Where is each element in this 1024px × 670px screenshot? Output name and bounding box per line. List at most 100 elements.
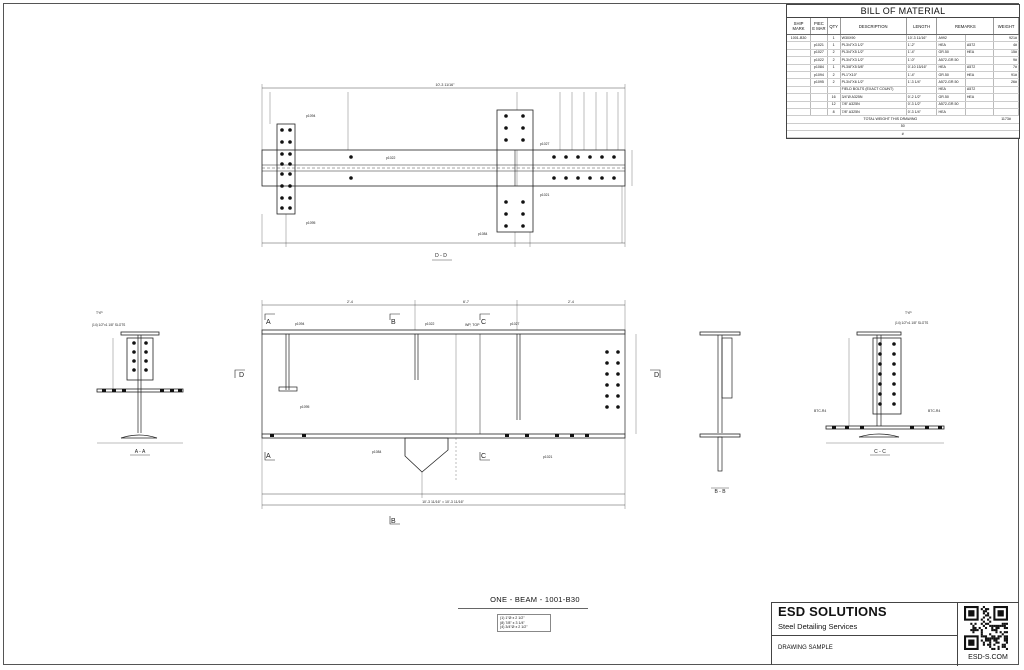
bolt-slot — [102, 389, 106, 392]
bom-cell: FIELD BOLTS (EXACT COUNT) — [840, 86, 907, 95]
bolt-hole — [892, 342, 896, 346]
bolt-hole — [600, 155, 604, 159]
bolt-slot — [525, 434, 529, 437]
bom-col-remarks: REMARKS — [936, 18, 995, 35]
bolt-hole — [280, 140, 284, 144]
bom-header-row: SHIP MARK PIEC E MAR QTY DESCRIPTION LEN… — [787, 18, 1019, 35]
bom-cell: HEA — [936, 86, 966, 95]
bom-cell: 0'-10 15/16" — [906, 64, 938, 72]
bom-cell — [787, 101, 812, 109]
mark-p1022-elev: p1022 — [425, 322, 435, 326]
bolt-hole — [288, 206, 292, 210]
slots-label-c: (14) 1/2"x1 1/8" SLOTS — [895, 321, 928, 325]
bolt-slot — [570, 434, 574, 437]
company-name: ESD SOLUTIONS — [778, 604, 887, 619]
bom-cell: 9# — [993, 56, 1019, 65]
bolt-hole — [504, 126, 508, 130]
wp-top-label: WP, TOP — [465, 323, 480, 327]
bom-cell — [787, 108, 812, 117]
cut-label-b-top: B — [391, 319, 396, 326]
bolt-hole — [605, 405, 609, 409]
overall-length-dim: 10'-3 11/16" = 10'-3 11/16" — [422, 500, 465, 504]
bom-cell: 0'-3 1/4" — [906, 108, 938, 117]
bolt-hole — [144, 368, 148, 372]
bom-cell: GR.50 — [936, 93, 966, 102]
drawing-title-underline — [458, 608, 588, 609]
typ-label-c: TYP — [905, 311, 912, 315]
bom-cell: A572 — [965, 86, 995, 95]
mark-p1021-elev: p1021 — [543, 455, 553, 459]
bom-cell: PL3/4"X3 1/2" — [840, 56, 907, 65]
bolt-hole — [288, 184, 292, 188]
bolt-hole — [878, 382, 882, 386]
bolt-slot — [938, 426, 942, 429]
mark-p1022-top: p1022 — [386, 156, 396, 160]
bom-cell — [965, 101, 995, 109]
bom-cell: 4# — [993, 41, 1019, 50]
bom-cell — [965, 108, 995, 117]
cut-label-c-top: C — [481, 319, 486, 326]
bom-cell: PL1"X10" — [840, 71, 907, 80]
bom-cell: PL3/8"X5 5/8" — [840, 64, 907, 72]
view-label-b-b: B - B — [714, 489, 726, 495]
drawing-title: ONE - BEAM - 1001-B30 — [490, 595, 580, 604]
bolt-hole — [504, 114, 508, 118]
mark-p1027-elev: p1027 — [510, 322, 520, 326]
bom-total-sub2: # — [787, 130, 1019, 139]
company-url[interactable]: ESD-S.COM — [968, 654, 1008, 661]
bolt-hole — [521, 200, 525, 204]
bolt-hole — [892, 362, 896, 366]
bom-cell: 1'-3 1/4" — [906, 78, 938, 87]
bolt-hole — [576, 155, 580, 159]
bom-cell: W30X90 — [840, 34, 907, 43]
bom-cell — [810, 101, 828, 109]
bolt-slot — [505, 434, 509, 437]
bolt-legend: (1) 1"Ø x 2 1/2" (8) 7/8" x 3 1/4" (4) 3… — [497, 614, 551, 632]
bom-col-qty: QTY — [827, 18, 841, 35]
bolt-hole — [878, 352, 882, 356]
bolt-hole — [132, 359, 136, 363]
bolt-hole — [878, 372, 882, 376]
slots-label-a: (14) 1/2"x1 1/8" SLOTS — [92, 323, 125, 327]
cut-label-a-bottom: A — [266, 453, 271, 460]
bolt-hole — [576, 176, 580, 180]
bolt-hole — [892, 402, 896, 406]
bom-cell: 16 — [827, 93, 841, 102]
bom-cell: HEA — [936, 41, 966, 50]
qr-code-icon[interactable] — [964, 606, 1008, 650]
bolt-hole — [616, 350, 620, 354]
bolt-hole — [521, 224, 525, 228]
bolt-hole — [552, 155, 556, 159]
bolt-hole — [280, 184, 284, 188]
cut-label-b-bottom: B — [391, 518, 396, 525]
bolt-slot — [160, 389, 164, 392]
bom-cell — [993, 101, 1019, 109]
bom-cell — [810, 108, 828, 117]
bolt-hole — [280, 128, 284, 132]
bom-col-piece-mark: PIEC E MAR — [810, 18, 828, 35]
bolt-hole — [144, 341, 148, 345]
bolt-hole — [132, 341, 136, 345]
bolt-hole — [132, 368, 136, 372]
bom-col-length: LENGTH — [906, 18, 938, 35]
bom-cell: A572-GR.50 — [936, 101, 966, 109]
bom-cell: 1'-4" — [906, 71, 938, 80]
bolt-hole — [288, 196, 292, 200]
bolt-hole — [892, 382, 896, 386]
bolt-slot — [555, 434, 559, 437]
bom-cell: HEA — [965, 49, 995, 58]
legend-line-2: (8) 7/8" x 3 1/4" — [500, 620, 525, 625]
bom-cell: HEA — [936, 64, 966, 72]
bolt-hole — [288, 128, 292, 132]
cut-label-d-right: D — [654, 372, 659, 379]
bolt-hole — [616, 361, 620, 365]
bom-total-label: TOTAL WEIGHT THIS DRAWING — [787, 115, 994, 124]
bolt-hole — [280, 206, 284, 210]
